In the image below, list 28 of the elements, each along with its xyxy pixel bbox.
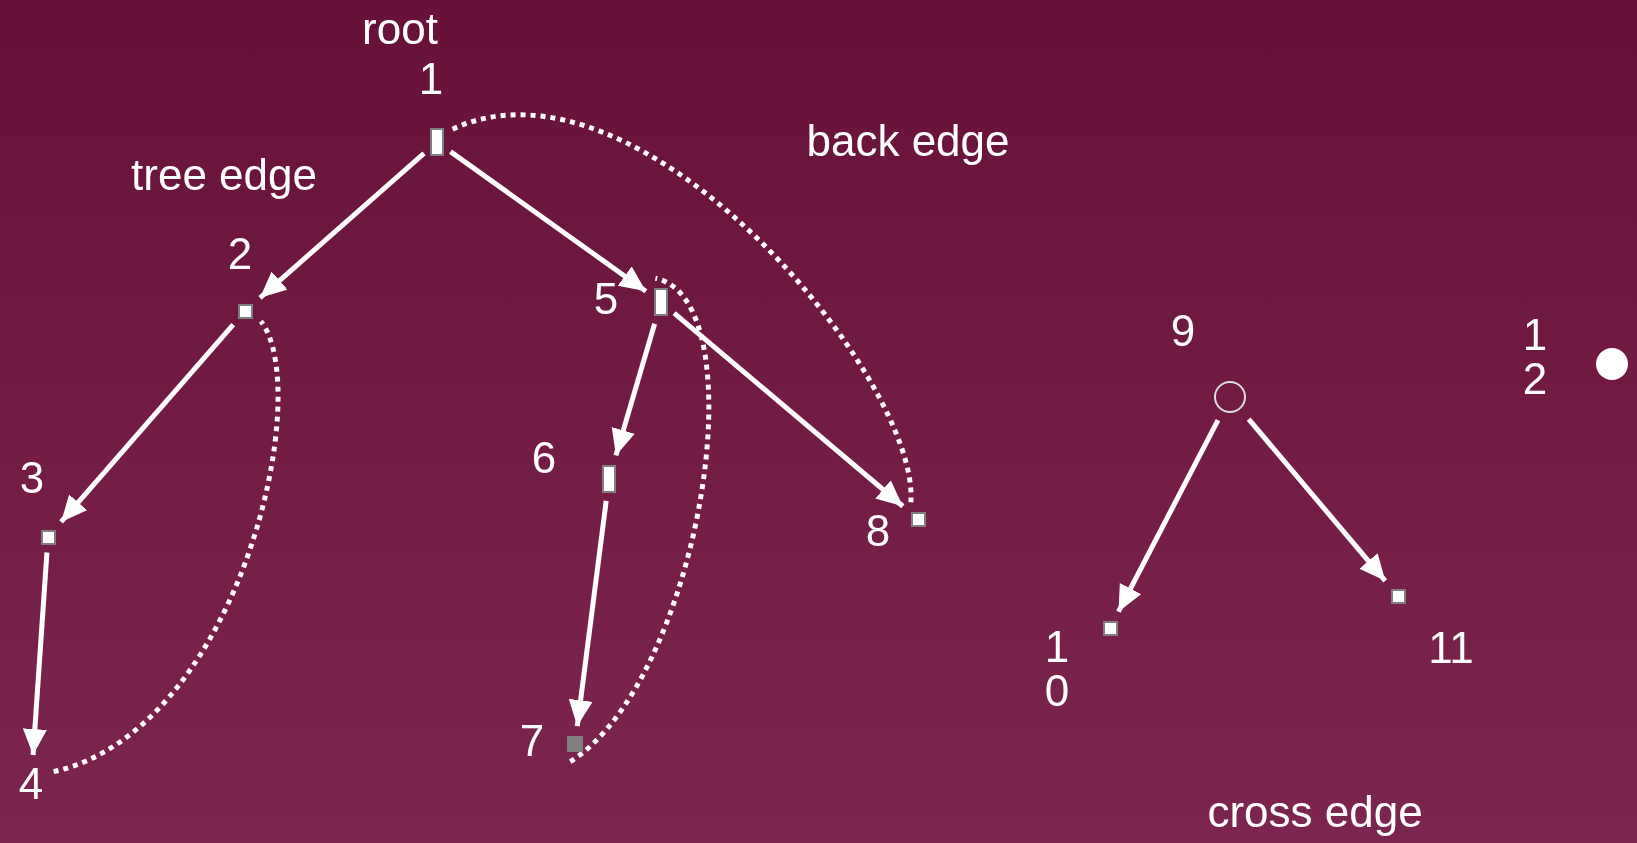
arrow <box>1116 418 1221 613</box>
node-label: 10 <box>1043 625 1071 713</box>
dotted-line <box>568 276 712 764</box>
node-label: 7 <box>518 719 546 763</box>
edge-type-label: tree edge <box>131 153 317 197</box>
node-label: 1 <box>417 57 445 101</box>
node-label: 11 <box>1427 626 1475 670</box>
arrow <box>568 500 609 727</box>
node-label: 12 <box>1521 313 1549 401</box>
node-label: 3 <box>18 456 46 500</box>
arrow <box>449 149 648 294</box>
arrow <box>1246 417 1388 583</box>
edge-type-label: back edge <box>806 119 1010 163</box>
arrow <box>672 311 905 509</box>
node-label: 9 <box>1169 309 1197 353</box>
node-label: 6 <box>530 436 558 480</box>
node-label: root <box>361 7 439 51</box>
arrow <box>611 322 658 457</box>
node-label: 8 <box>864 509 892 553</box>
dotted-line <box>52 320 280 774</box>
edge-type-label: cross edge <box>1207 790 1423 834</box>
arrow <box>22 552 50 756</box>
node-label: 2 <box>226 232 254 276</box>
node-label: 4 <box>17 762 45 806</box>
arrow <box>59 322 236 524</box>
dotted-line <box>450 113 914 503</box>
node-label: 5 <box>592 277 620 321</box>
arrow <box>258 151 426 300</box>
